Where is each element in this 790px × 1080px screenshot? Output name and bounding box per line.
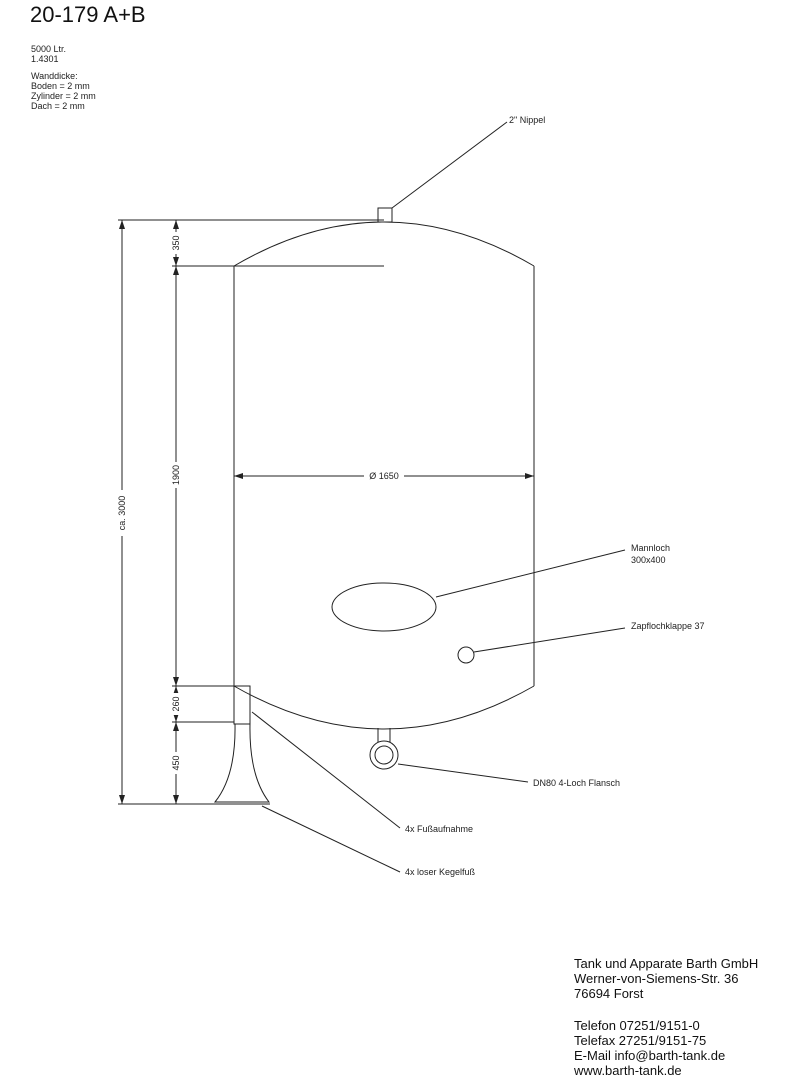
foot-mount-leader (251, 711, 401, 829)
wall-thickness-roof: Dach = 2 mm (31, 101, 85, 111)
arrow-diameter-left (234, 473, 243, 479)
tap-hole-leader (473, 627, 626, 653)
arrow-roof-top (173, 220, 179, 229)
cylinder-height-label: 1900 (171, 465, 181, 485)
tap-hole-callout: Zapflochklappe 37 (631, 621, 705, 631)
tank-bottom (233, 685, 535, 730)
spec-material: 1.4301 (31, 54, 59, 64)
nipple-leader (391, 121, 508, 209)
tap-hole (457, 646, 475, 664)
company-phone: Telefon 07251/9151-0 (574, 1018, 700, 1033)
company-city: 76694 Forst (574, 986, 644, 1001)
arrow-legs-bottom (173, 795, 179, 804)
arrow-cylinder-bottom (173, 677, 179, 686)
manhole-leader (435, 549, 626, 598)
cone-foot-leader (261, 805, 401, 873)
foot-mount (233, 685, 251, 725)
bottom-height-label: 260 (171, 696, 181, 711)
arrow-overall-top (119, 220, 125, 229)
arrow-overall-bottom (119, 795, 125, 804)
flange-leader (397, 763, 529, 783)
diameter-label: Ø 1650 (369, 471, 399, 481)
foot-mount-callout: 4x Fußaufnahme (405, 824, 473, 834)
flange-inner (374, 745, 394, 765)
spec-volume: 5000 Ltr. (31, 44, 67, 54)
cone-foot (213, 723, 271, 803)
contact-block: Telefon 07251/9151-0 Telefax 27251/9151-… (574, 1018, 725, 1078)
arrow-bottom-bottom (173, 713, 179, 722)
company-name: Tank und Apparate Barth GmbH (574, 956, 759, 971)
tank-roof (233, 221, 535, 267)
nipple-callout: 2" Nippel (509, 115, 545, 125)
company-block: Tank und Apparate Barth GmbH Werner-von-… (574, 956, 758, 1001)
company-website[interactable]: www.barth-tank.de (574, 1063, 682, 1078)
overall-height-label: ca. 3000 (117, 496, 127, 531)
cone-foot-callout: 4x loser Kegelfuß (405, 867, 476, 877)
nipple-stub (377, 207, 393, 223)
company-email[interactable]: E-Mail info@barth-tank.de (574, 1048, 726, 1063)
arrow-cylinder-top (173, 266, 179, 275)
flange-callout: DN80 4-Loch Flansch (533, 778, 620, 788)
arrow-legs-top (173, 722, 179, 731)
manhole-callout-size: 300x400 (631, 555, 666, 565)
roof-height-label: 350 (171, 235, 181, 250)
arrow-roof-bottom (173, 257, 179, 266)
flange-outer (369, 740, 399, 770)
manhole-callout-name: Mannloch (631, 543, 670, 553)
arrow-diameter-right (525, 473, 534, 479)
wall-thickness-bottom: Boden = 2 mm (31, 81, 90, 91)
company-street: Werner-von-Siemens-Str. 36 (574, 971, 739, 986)
manhole (331, 582, 437, 632)
wall-thickness-cylinder: Zylinder = 2 mm (31, 91, 96, 101)
company-fax: Telefax 27251/9151-75 (574, 1033, 707, 1048)
wall-thickness-heading: Wanddicke: (31, 71, 78, 81)
legs-height-label: 450 (171, 755, 181, 770)
arrow-bottom-top (173, 686, 179, 695)
drawing-title: 20-179 A+B (30, 2, 146, 27)
